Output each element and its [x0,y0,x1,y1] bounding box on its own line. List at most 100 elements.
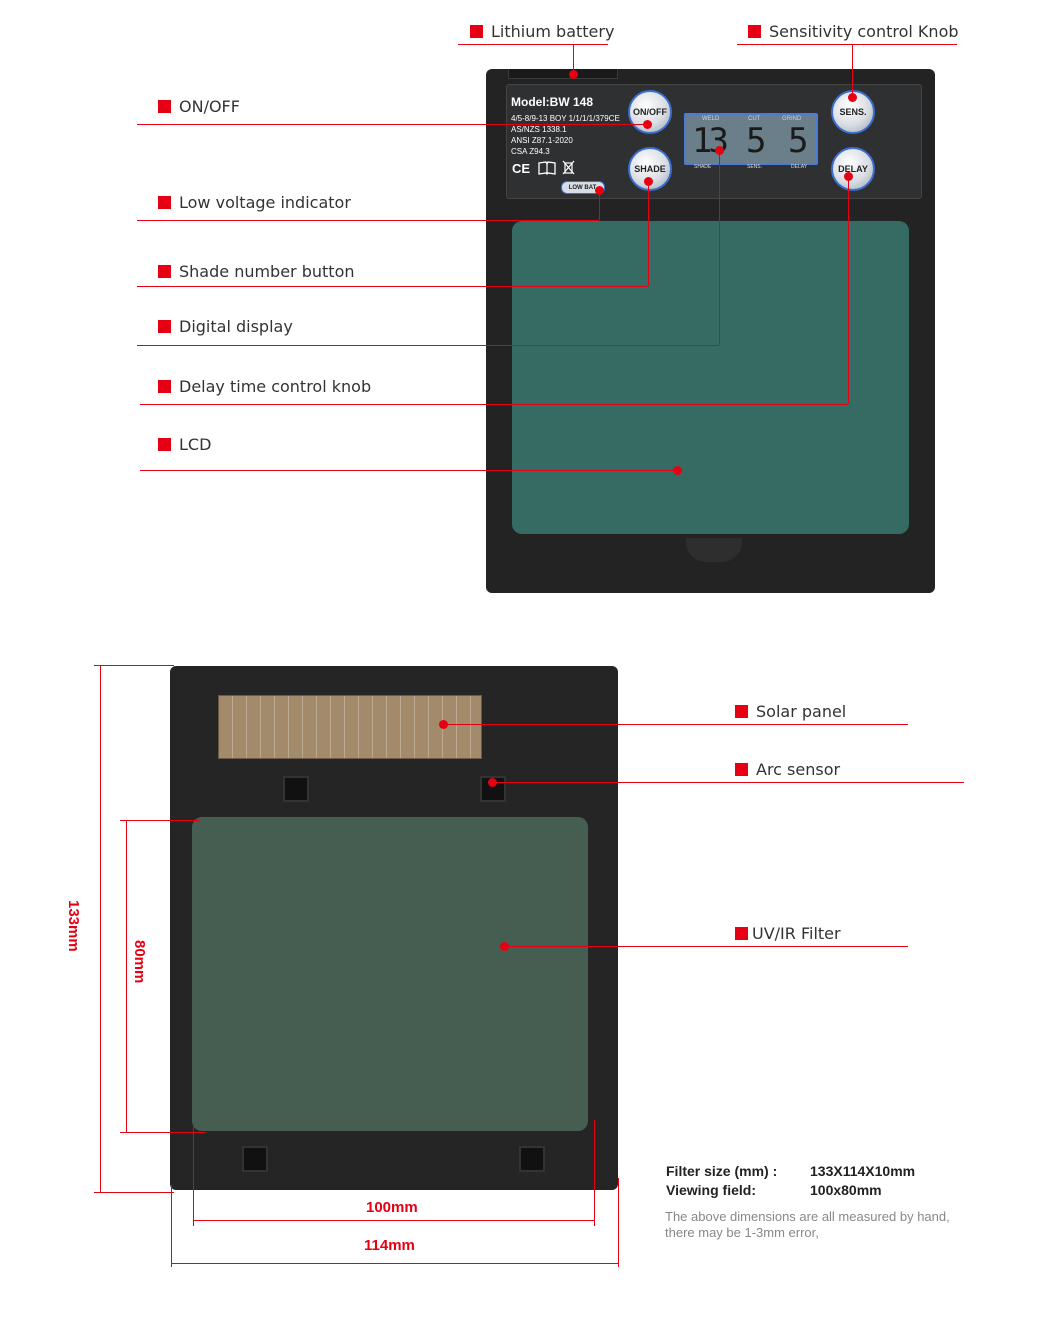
callout-sensitivity: Sensitivity control Knob [748,22,959,41]
bullet-square-icon [735,927,748,940]
model-label: Model:BW 148 [511,95,594,109]
low-bat-text: LOW BAT. [568,184,598,191]
label-sensitivity: Sensitivity control Knob [769,22,959,41]
callout-digital-display: Digital display [158,317,293,336]
spec-line-2: AS/NZS 1338.1 [511,125,567,134]
filter-size-label: Filter size (mm) : [666,1163,778,1179]
arc-sensor-left [283,776,309,802]
callout-arc-sensor: Arc sensor [735,760,840,779]
uv-ir-filter [192,817,588,1131]
dim-100-left-tick [193,1124,194,1226]
label-lithium-battery: Lithium battery [491,22,615,41]
solar-panel [218,695,482,759]
leader-sens-v [852,44,853,97]
dim-114-right-tick [618,1178,619,1267]
onoff-button[interactable]: ON/OFF [628,90,672,134]
leader-delay-h [140,404,848,405]
leader-shade-h [137,286,648,287]
point-sens [848,93,857,102]
label-digital-display: Digital display [179,317,293,336]
leader-sens-h [737,44,957,45]
seg-grind: GRIND [782,116,802,122]
viewing-field-label: Viewing field: [666,1182,756,1198]
dim-133-label: 133mm [65,900,82,952]
callout-low-voltage: Low voltage indicator [158,193,351,212]
bullet-square-icon [158,438,171,451]
seg-delay-digit: 5 [788,121,809,161]
callout-onoff: ON/OFF [158,97,240,116]
leader-digital-v [719,150,720,345]
note-line-2: there may be 1-3mm error, [665,1225,819,1240]
bullet-square-icon [470,25,483,38]
lcd-screen [512,221,909,534]
dim-133-bottom-tick [94,1192,174,1193]
dim-100-label: 100mm [366,1199,418,1216]
point-lowv [595,186,604,195]
label-arc-sensor: Arc sensor [756,760,841,779]
point-onoff [643,120,652,129]
dim-114-line [171,1263,619,1264]
clip-right [519,1146,545,1172]
seg-shade-digit: 13 [692,121,729,161]
leader-lowv-h [137,220,599,221]
leader-onoff [137,124,647,125]
under-sens: SENS. [747,164,763,170]
label-delay: Delay time control knob [179,377,372,396]
callout-lithium-battery: Lithium battery [470,22,614,41]
weee-bin-icon [562,160,575,175]
dim-100-right-tick [594,1120,595,1226]
leader-shade-v [648,181,649,286]
delay-knob[interactable]: DELAY [831,147,875,191]
leader-uv [504,946,908,947]
leader-digital-h [137,345,719,346]
seg-cut: CUT [748,116,761,122]
seg-sens-digit: 5 [746,121,767,161]
under-delay: DELAY [791,164,808,170]
callout-shade: Shade number button [158,262,355,281]
label-solar: Solar panel [756,702,847,721]
low-bat-indicator: LOW BAT. [561,181,605,194]
label-low-voltage: Low voltage indicator [179,193,351,212]
lower-notch [686,538,742,562]
bullet-square-icon [735,705,748,718]
label-uv-ir: UV/IR Filter [752,924,841,943]
note-line-1: The above dimensions are all measured by… [665,1209,950,1224]
bullet-square-icon [735,763,748,776]
delay-knob-label: DELAY [838,164,868,174]
dim-100-line [193,1220,594,1221]
leader-lowv-v [599,190,600,220]
battery-slot [508,69,618,79]
sensitivity-knob-label: SENS. [839,107,867,117]
dim-114-label: 114mm [364,1237,415,1254]
bullet-square-icon [158,380,171,393]
point-delay [844,172,853,181]
clip-left [242,1146,268,1172]
dim-80-top-tick [120,820,200,821]
dim-80-line [126,820,127,1132]
ce-mark: CE [512,161,531,176]
shade-button-label: SHADE [634,164,666,174]
onoff-button-label: ON/OFF [633,107,667,117]
seg-weld: WELD [702,116,720,122]
leader-solar [443,724,908,725]
manual-icon [538,161,556,175]
label-lcd: LCD [179,435,212,454]
leader-battery-h [458,44,608,45]
point-battery [569,70,578,79]
point-solar [439,720,448,729]
point-lcd [673,466,682,475]
bullet-square-icon [158,196,171,209]
leader-arc [492,782,964,783]
leader-battery-v [573,44,574,74]
dim-133-line [100,665,101,1192]
spec-line-1: 4/5-8/9-13 BOY 1/1/1/1/379CE [511,114,620,123]
label-onoff: ON/OFF [179,97,240,116]
callout-solar: Solar panel [735,702,846,721]
point-shade [644,177,653,186]
bullet-square-icon [158,100,171,113]
leader-lcd [140,470,677,471]
bullet-square-icon [748,25,761,38]
bullet-square-icon [158,320,171,333]
spec-line-3: ANSI Z87.1-2020 [511,136,573,145]
filter-size-value: 133X114X10mm [810,1163,916,1179]
